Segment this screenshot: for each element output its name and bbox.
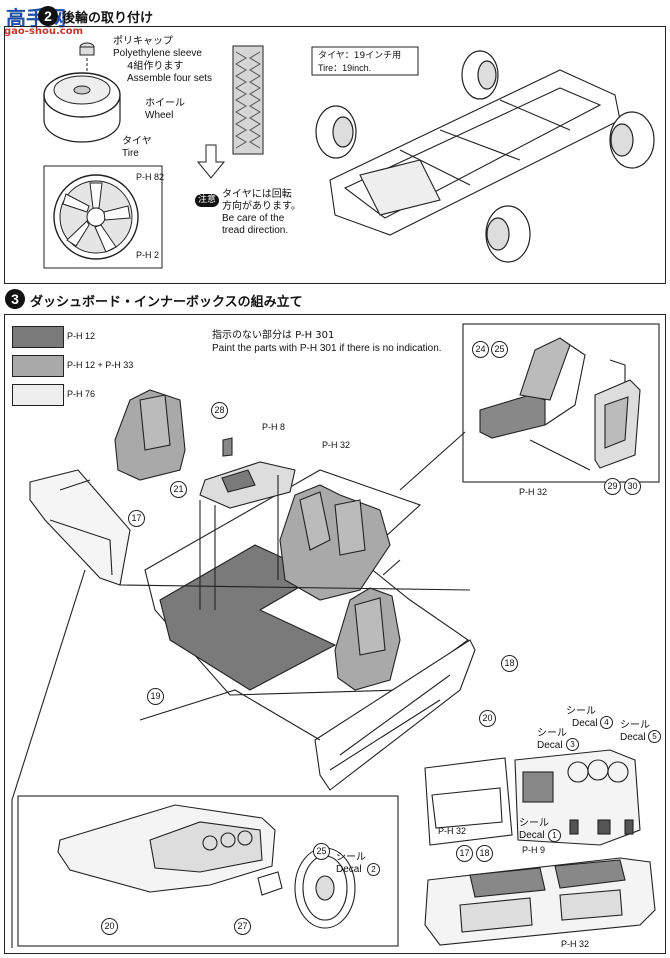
wheel-paint-2: P-H 2 [136, 250, 160, 260]
step3-number: 3 [5, 289, 25, 309]
caution-jp-1: タイヤには回転 [222, 189, 292, 200]
decal-2-seal: シール [336, 852, 366, 863]
decal-5-label: Decal [620, 732, 646, 743]
part-17: 17 [128, 510, 145, 527]
decal-2-label: Decal [336, 864, 362, 875]
part-28: 28 [211, 402, 228, 419]
caution-jp-2: 方向があります。 [222, 201, 301, 212]
decal-4-seal: シール [566, 706, 596, 717]
decal-1-label: Decal [519, 830, 545, 841]
caution-en-2: tread direction. [222, 225, 289, 236]
step2-number: 2 [38, 6, 58, 26]
caution-en-1: Be care of the [222, 213, 285, 224]
step3-frame [4, 314, 666, 954]
inset-part-25: 25 [313, 843, 330, 860]
step2-frame [4, 26, 666, 284]
legend-swatch-light [12, 384, 64, 406]
part-18b: 18 [476, 845, 493, 862]
decal-5-seal: シール [620, 720, 650, 731]
legend-swatch-dark [12, 326, 64, 348]
polycap-en: Polyethylene sleeve [113, 48, 202, 59]
part-30: 30 [624, 478, 641, 495]
paint-32-console: P-H 32 [322, 440, 351, 450]
decal-3-number: 3 [566, 738, 579, 751]
legend-label-light: P-H 76 [67, 389, 96, 399]
decal-3-label: Decal [537, 740, 563, 751]
paint-9: P-H 9 [522, 845, 546, 855]
part-18: 18 [501, 655, 518, 672]
part-20: 20 [479, 710, 496, 727]
note-jp: 指示のない部分は P-H 301 [212, 330, 335, 341]
decal-5-number: 5 [648, 730, 661, 743]
paint-32-dash: P-H 32 [438, 826, 467, 836]
tire-size-jp: タイヤ：19インチ用 [318, 51, 402, 61]
assemble-jp: 4組作ります [127, 61, 184, 72]
tire-jp: タイヤ [122, 136, 152, 147]
part-24: 24 [472, 341, 489, 358]
paint-32-door: P-H 32 [561, 939, 590, 949]
decal-1-seal: シール [519, 818, 549, 829]
polycap-jp: ポリキャップ [113, 36, 173, 47]
paint-8: P-H 8 [262, 422, 286, 432]
inset-part-20: 20 [101, 918, 118, 935]
part-17b: 17 [456, 845, 473, 862]
decal-1-number: 1 [548, 829, 561, 842]
legend-label-dark: P-H 12 [67, 331, 96, 341]
legend-label-mid: P-H 12 + P-H 33 [67, 360, 134, 370]
tire-en: Tire [122, 148, 139, 159]
wheel-paint-82: P-H 82 [136, 172, 165, 182]
part-29: 29 [604, 478, 621, 495]
wheel-jp: ホイール [145, 98, 185, 109]
decal-4-number: 4 [600, 716, 613, 729]
step2-title: 後輪の取り付け [62, 11, 154, 26]
part-21: 21 [170, 481, 187, 498]
part-25: 25 [491, 341, 508, 358]
paint-32-seat: P-H 32 [519, 487, 548, 497]
decal-2-number: 2 [367, 863, 380, 876]
part-19: 19 [147, 688, 164, 705]
assemble-en: Assemble four sets [127, 73, 213, 84]
decal-4-label: Decal [572, 718, 598, 729]
wheel-en: Wheel [145, 110, 174, 121]
legend-swatch-mid [12, 355, 64, 377]
note-en: Paint the parts with P-H 301 if there is… [212, 343, 442, 354]
inset-part-27: 27 [234, 918, 251, 935]
caution-badge: 注意 [195, 194, 220, 207]
watermark-url: gao-shou.com [4, 26, 84, 37]
decal-3-seal: シール [537, 728, 567, 739]
tire-size-en: Tire：19inch. [318, 63, 372, 73]
step3-title: ダッシュボード・インナーボックスの組み立て [30, 295, 303, 310]
